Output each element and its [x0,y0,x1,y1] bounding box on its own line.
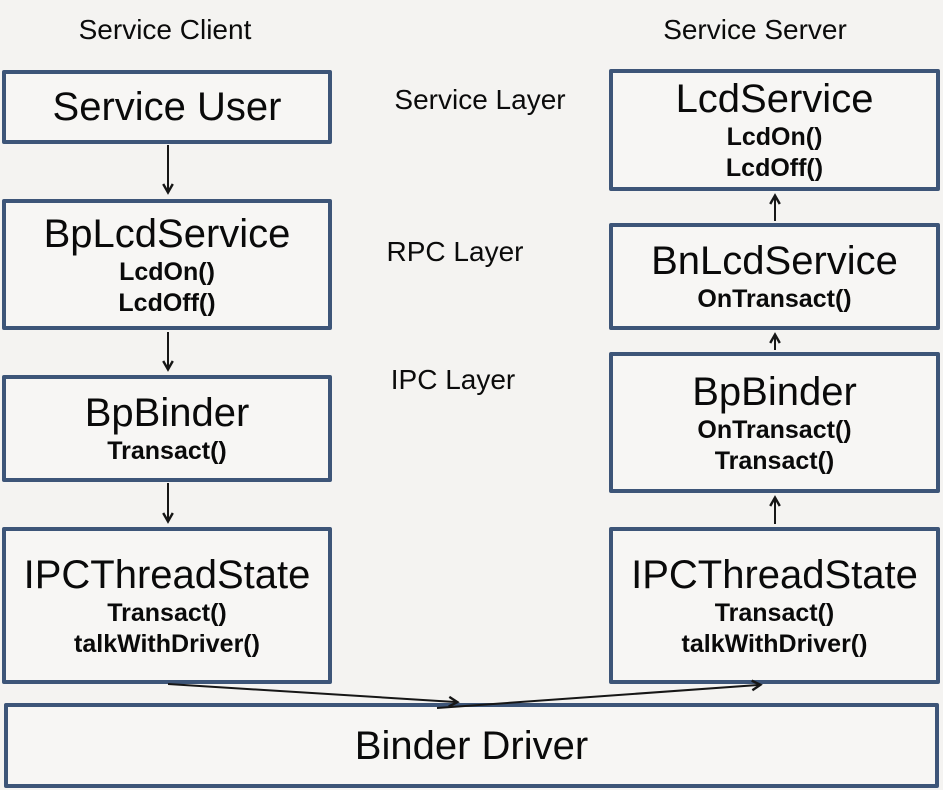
service-layer-label: Service Layer [394,84,566,115]
ipc-layer-label: IPC Layer [390,364,516,395]
box-method: LcdOn() [119,257,215,286]
box-method: LcdOff() [725,154,824,182]
box-title: Service User [52,85,282,129]
server-bn-lcd-service-box: BnLcdService OnTransact() [609,223,940,330]
box-method: LcdOff() [118,288,216,317]
box-method: Transact() [107,437,227,465]
box-title: LcdService [675,77,874,121]
rpc-layer-label: RPC Layer [386,236,524,267]
service-server-heading: Service Server [663,14,847,45]
box-method: talkWithDriver() [681,629,868,658]
server-bp-binder-box: BpBinder OnTransact() Transact() [609,352,940,493]
box-title: IPCThreadState [631,552,918,597]
arrow-client-ipcthreadstate-to-binder-driver [167,683,460,708]
box-title: IPCThreadState [23,552,311,597]
client-service-user-box: Service User [2,70,332,144]
box-method: Transact() [714,598,835,627]
box-title: Binder Driver [354,723,589,768]
client-bp-lcd-service-box: BpLcdService LcdOn() LcdOff() [2,199,332,330]
box-title: BpBinder [84,391,250,435]
box-method: OnTransact() [697,285,852,313]
box-method: talkWithDriver() [74,629,260,658]
service-client-heading: Service Client [78,14,252,45]
client-ipc-thread-state-box: IPCThreadState Transact() talkWithDriver… [2,527,332,684]
client-bp-binder-box: BpBinder Transact() [2,375,332,482]
box-method: Transact() [107,598,227,627]
box-title: BpLcdService [43,211,291,256]
server-ipc-thread-state-box: IPCThreadState Transact() talkWithDriver… [609,527,940,684]
binder-driver-box: Binder Driver [4,703,939,788]
box-title: BpBinder [692,369,857,414]
box-method: OnTransact() [697,415,852,444]
box-method: Transact() [714,446,835,475]
server-lcd-service-box: LcdService LcdOn() LcdOff() [609,69,940,191]
box-title: BnLcdService [651,239,898,283]
box-method: LcdOn() [726,123,823,151]
